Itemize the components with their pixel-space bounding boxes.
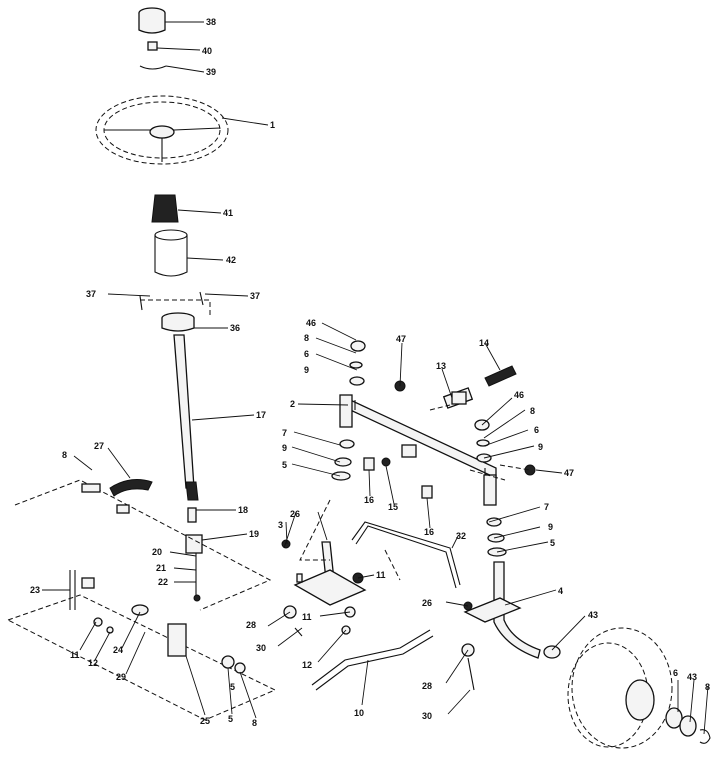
left-spindle xyxy=(293,394,367,606)
callout-11-left: 11 xyxy=(70,650,80,660)
callout-37-left: 37 xyxy=(86,289,96,299)
callout-7-right: 7 xyxy=(544,502,549,512)
callout-17: 17 xyxy=(256,410,266,420)
spindle-hardware xyxy=(281,340,536,691)
steering-shaft xyxy=(173,334,199,501)
callout-6-right: 6 xyxy=(534,425,539,435)
callout-9-right-mid: 9 xyxy=(548,522,553,532)
callout-11-mid: 11 xyxy=(302,612,312,622)
callout-43-top: 43 xyxy=(588,610,598,620)
callout-25: 25 xyxy=(200,716,210,726)
callout-29: 29 xyxy=(116,672,126,682)
callout-12-mid: 12 xyxy=(302,660,312,670)
callout-5-extra: 5 xyxy=(230,682,235,692)
callout-8-wheel: 8 xyxy=(705,682,710,692)
callout-11-center: 11 xyxy=(376,570,386,580)
callout-10: 10 xyxy=(354,708,364,718)
callout-6-wheel: 6 xyxy=(673,668,678,678)
callout-40: 40 xyxy=(202,46,212,56)
callout-38: 38 xyxy=(206,17,216,27)
lower-frame-outline xyxy=(6,479,277,721)
callout-42: 42 xyxy=(226,255,236,265)
axle-pivot-bolt xyxy=(484,365,517,387)
steering-column-collar xyxy=(161,312,195,332)
callout-labels: 38 40 39 1 41 42 37 37 36 17 18 19 20 21… xyxy=(30,17,710,728)
steering-wheel-clip xyxy=(139,65,167,70)
callout-12-left: 12 xyxy=(88,658,98,668)
callout-32: 32 xyxy=(456,531,466,541)
callout-24: 24 xyxy=(113,645,123,655)
steering-column-bushing xyxy=(154,229,188,277)
callout-20: 20 xyxy=(152,547,162,557)
callout-19: 19 xyxy=(249,529,259,539)
steering-wheel xyxy=(95,95,229,165)
callout-5-right: 5 xyxy=(550,538,555,548)
callout-21: 21 xyxy=(156,563,166,573)
callout-18: 18 xyxy=(238,505,248,515)
callout-16-right: 16 xyxy=(424,527,434,537)
steering-wheel-cap xyxy=(138,7,166,34)
callout-30-right: 30 xyxy=(422,711,432,721)
callout-9-left-top: 9 xyxy=(304,365,309,375)
callout-9-right-top: 9 xyxy=(538,442,543,452)
callout-39: 39 xyxy=(206,67,216,77)
column-support-bracket xyxy=(139,291,211,316)
callout-26-right: 26 xyxy=(422,598,432,608)
drag-link xyxy=(351,521,461,589)
callout-47-right: 47 xyxy=(564,468,574,478)
callout-4: 4 xyxy=(558,586,563,596)
callout-2: 2 xyxy=(290,399,295,409)
callout-30-left: 30 xyxy=(256,643,266,653)
steering-gear-adapter xyxy=(151,194,179,223)
callout-46-right: 46 xyxy=(514,390,524,400)
callout-13: 13 xyxy=(436,361,446,371)
callout-28-left: 28 xyxy=(246,620,256,630)
callout-37-right: 37 xyxy=(250,291,260,301)
callout-9-left-mid: 9 xyxy=(282,443,287,453)
tie-rod xyxy=(311,629,434,691)
callout-8-right: 8 xyxy=(530,406,535,416)
callout-46-left: 46 xyxy=(306,318,316,328)
callout-22: 22 xyxy=(158,577,168,587)
leader-lines xyxy=(42,21,709,735)
callout-41: 41 xyxy=(223,208,233,218)
callout-28-right: 28 xyxy=(422,681,432,691)
steering-wheel-nut xyxy=(147,41,158,51)
callout-43-wheel: 43 xyxy=(687,672,697,682)
callout-5-lower: 5 xyxy=(228,714,233,724)
steering-shaft-lower-parts xyxy=(185,507,203,602)
callout-7-left: 7 xyxy=(282,428,287,438)
callout-47-left: 47 xyxy=(396,334,406,344)
steering-cable-spring xyxy=(81,479,153,514)
callout-1: 1 xyxy=(270,120,275,130)
callout-8-axle: 8 xyxy=(304,333,309,343)
front-wheel xyxy=(543,627,711,749)
callout-8-left: 8 xyxy=(62,450,67,460)
dashed-guides xyxy=(299,404,531,581)
callout-27: 27 xyxy=(94,441,104,451)
callout-15: 15 xyxy=(388,502,398,512)
pinion-shaft-assembly xyxy=(69,570,246,674)
callout-36: 36 xyxy=(230,323,240,333)
callout-14: 14 xyxy=(479,338,489,348)
callout-26-left: 26 xyxy=(290,509,300,519)
callout-6-left: 6 xyxy=(304,349,309,359)
callout-3: 3 xyxy=(278,520,283,530)
callout-8-lower: 8 xyxy=(252,718,257,728)
callout-23: 23 xyxy=(30,585,40,595)
callout-16-left: 16 xyxy=(364,495,374,505)
right-spindle xyxy=(463,474,541,659)
callout-5-left: 5 xyxy=(282,460,287,470)
